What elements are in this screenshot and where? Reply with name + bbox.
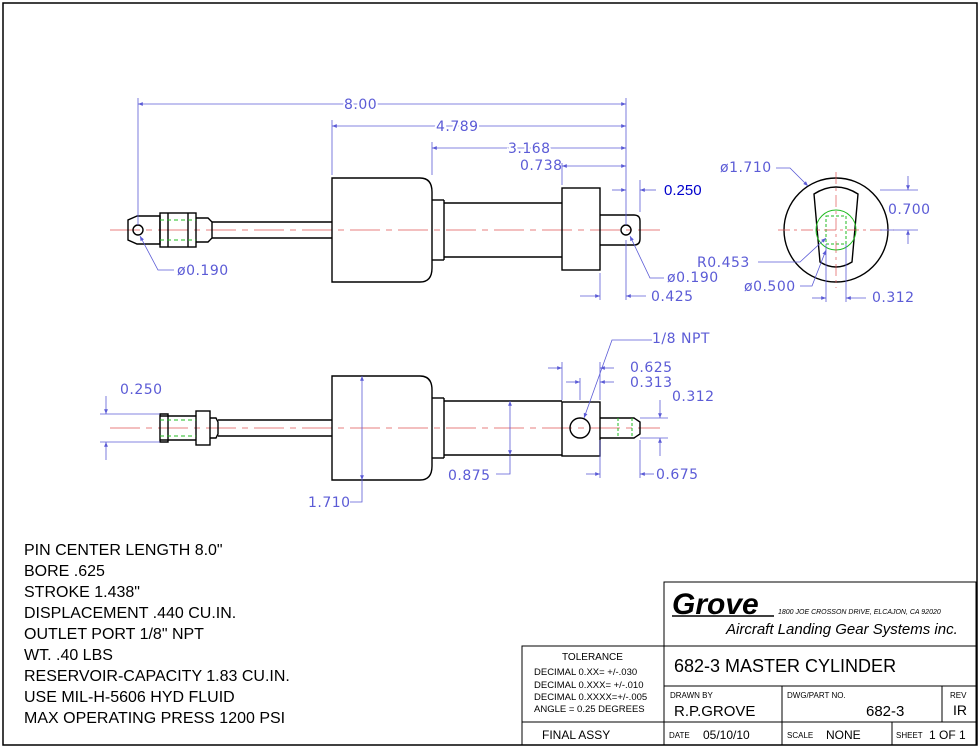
dim-clevis-width: 0.250: [120, 382, 163, 398]
side-reservoir-body: [331, 375, 433, 481]
spec-line: RESERVOIR-CAPACITY 1.83 CU.IN.: [24, 668, 290, 685]
spec-line: PIN CENTER LENGTH 8.0": [24, 542, 223, 559]
tolerance-line: ANGLE = 0.25 DEGREES: [534, 704, 645, 715]
sheet-label: SHEET: [896, 731, 923, 740]
end-view-lobe: [813, 186, 859, 268]
scale-value: NONE: [826, 728, 861, 742]
dim-barrel-diameter: 0.875: [448, 468, 491, 484]
side-port-block: [561, 401, 601, 457]
dim-right-hole: ø0.190: [667, 270, 719, 286]
company-address: 1800 JOE CROSSON DRIVE, ELCAJON, CA 9202…: [778, 609, 941, 616]
spec-line: BORE .625: [24, 563, 105, 580]
dim-npt: 1/8 NPT: [652, 331, 710, 347]
spec-line: DISPLACEMENT .440 CU.IN.: [24, 605, 236, 622]
part-number-label: DWG/PART NO.: [787, 691, 846, 700]
end-view-labels: ø1.710 0.700 R0.453 ø0.500 0.312: [697, 160, 931, 306]
dim-port-a: 0.625: [630, 360, 673, 376]
dim-radius: R0.453: [697, 255, 750, 271]
top-view-dimensions: [137, 98, 664, 300]
side-clevis: [159, 413, 169, 443]
spec-line: OUTLET PORT 1/8" NPT: [24, 626, 204, 643]
dim-body-diameter: 1.710: [308, 495, 351, 511]
part-number-value: 682-3: [866, 703, 904, 720]
dim-stroke: 3.168: [508, 141, 551, 157]
dim-body: 4.789: [436, 119, 479, 135]
reservoir-body: [331, 177, 433, 283]
side-view-dimensions: [100, 339, 668, 503]
tolerance-line: DECIMAL 0.XXX= +/-.010: [534, 680, 643, 691]
dim-clevis-length: 0.738: [520, 158, 563, 174]
title-block: [521, 581, 977, 746]
left-nut: [159, 212, 197, 248]
spec-line: USE MIL-H-5606 HYD FLUID: [24, 689, 235, 706]
dim-rod-length: 0.675: [656, 467, 699, 483]
tolerance-header: TOLERANCE: [562, 652, 623, 663]
scale-label: SCALE: [787, 731, 813, 740]
spec-line: STROKE 1.438": [24, 584, 140, 601]
dim-outer-diameter: ø1.710: [720, 160, 772, 176]
drawn-by-label: DRAWN BY: [670, 691, 713, 700]
dim-left-hole: ø0.190: [177, 263, 229, 279]
port-block: [561, 187, 601, 271]
side-view-labels: 0.250 1/8 NPT 0.625 0.313 0.312 0.875 0.…: [120, 331, 715, 511]
dim-offset: 0.425: [651, 289, 694, 305]
title-block-text: Grove 1800 JOE CROSSON DRIVE, ELCAJON, C…: [534, 588, 967, 742]
tolerance-line: DECIMAL 0.XX= +/-.030: [534, 667, 637, 678]
right-clevis: [600, 214, 641, 246]
sheet-value: 1 OF 1: [929, 728, 966, 742]
spec-line: WT. .40 LBS: [24, 647, 113, 664]
dim-port-b: 0.313: [630, 375, 673, 391]
side-npt-port: [569, 417, 591, 439]
top-view: [110, 177, 660, 283]
revision-value: IR: [953, 702, 967, 718]
drawn-by-value: R.P.GROVE: [674, 703, 755, 720]
dim-bore-diameter: ø0.500: [744, 279, 796, 295]
dim-flat: 0.700: [888, 202, 931, 218]
tolerance-line: DECIMAL 0.XXXX=+/-.005: [534, 692, 647, 703]
date-value: 05/10/10: [703, 728, 750, 742]
spec-notes: PIN CENTER LENGTH 8.0" BORE .625 STROKE …: [24, 542, 290, 727]
drawing-title: 682-3 MASTER CYLINDER: [674, 656, 896, 676]
assembly-label: FINAL ASSY: [542, 728, 610, 742]
dim-overall: 8.00: [344, 97, 377, 113]
side-nut: [195, 410, 211, 446]
side-view: [110, 375, 660, 481]
dim-slot: 0.312: [872, 290, 915, 306]
company-tagline: Aircraft Landing Gear Systems inc.: [725, 621, 958, 638]
date-label: DATE: [669, 731, 690, 740]
end-view-dimensions: [758, 167, 918, 302]
side-rod-end: [600, 417, 641, 439]
left-thread: [196, 217, 213, 243]
dim-rod-diameter: 0.312: [672, 389, 715, 405]
dim-clevis-gap: 0.250: [664, 182, 702, 199]
top-view-labels: 8.00 4.789 3.168 0.738 0.250 ø0.190 ø0.1…: [177, 95, 719, 305]
end-view: [778, 172, 894, 288]
revision-label: REV: [950, 691, 967, 700]
spec-line: MAX OPERATING PRESS 1200 PSI: [24, 710, 285, 727]
